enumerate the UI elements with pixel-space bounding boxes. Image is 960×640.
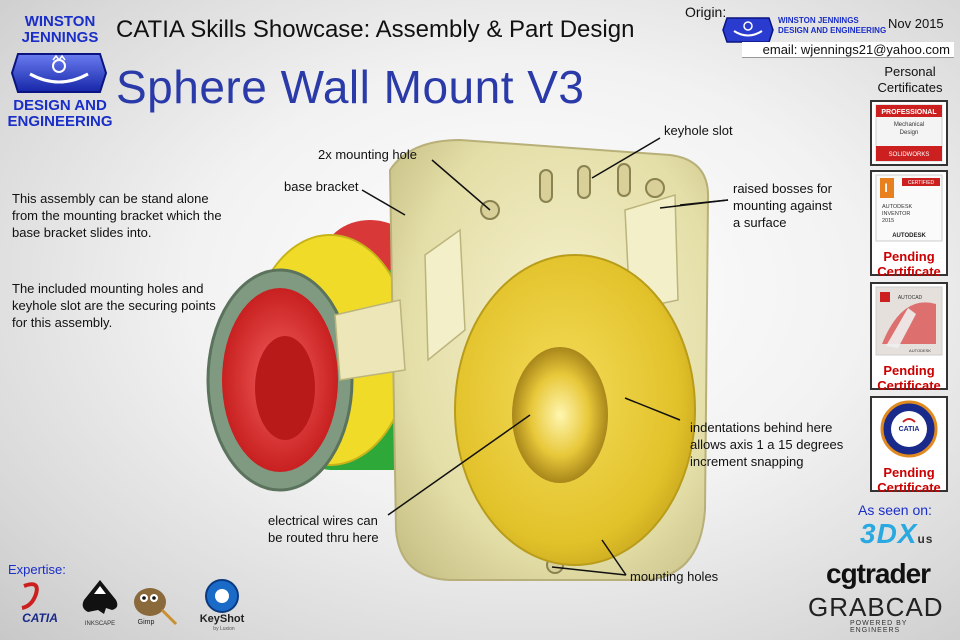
callout-raised-bosses: raised bosses for mounting against a sur… bbox=[733, 181, 833, 230]
svg-text:Design: Design bbox=[900, 130, 919, 136]
autocad-badge-icon: AUTOCAD AUTODESK bbox=[875, 286, 943, 356]
svg-text:CERTIFIED: CERTIFIED bbox=[908, 180, 935, 186]
origin-label: Origin: bbox=[685, 4, 727, 20]
callout-keyhole-slot: keyhole slot bbox=[664, 123, 733, 138]
svg-text:CATIA: CATIA bbox=[22, 611, 58, 625]
gimp-logo-icon: Gimp bbox=[128, 580, 178, 626]
brand-grabcad-link[interactable]: GRABCAD bbox=[808, 592, 944, 622]
sphere-wall-mount-render bbox=[206, 138, 710, 581]
origin-company-name: WINSTON JENNINGS DESIGN AND ENGINEERING bbox=[778, 16, 887, 35]
date-label: Nov 2015 bbox=[888, 16, 944, 31]
svg-text:SOLIDWORKS: SOLIDWORKS bbox=[889, 152, 930, 158]
callout-indentations: indentations behind here allows axis 1 a… bbox=[690, 420, 844, 469]
brand-cgtrader-link[interactable]: cgtrader bbox=[826, 558, 931, 589]
cert-inventor[interactable]: I CERTIFIED AUTODESK INVENTOR 2015 AUTOD… bbox=[870, 170, 948, 279]
callout-base-bracket: base bracket bbox=[284, 179, 359, 194]
svg-text:I: I bbox=[884, 181, 887, 195]
expertise-label: Expertise: bbox=[8, 562, 66, 577]
cert-autocad[interactable]: AUTOCAD AUTODESK Pending Certificate bbox=[870, 282, 948, 393]
svg-text:AUTOCAD: AUTOCAD bbox=[898, 295, 923, 301]
callout-2x-mounting-hole: 2x mounting hole bbox=[318, 147, 418, 162]
brand-emblem-icon bbox=[10, 53, 108, 93]
cert-autocad-status: Pending Certificate bbox=[877, 363, 941, 393]
catia-logo-icon: CATIA bbox=[14, 580, 68, 626]
keyshot-logo-icon: KeyShot by Luxion bbox=[194, 576, 250, 632]
email-contact[interactable]: email: wjennings21@yahoo.com bbox=[742, 42, 954, 58]
svg-text:AUTODESK: AUTODESK bbox=[892, 233, 926, 239]
description-paragraph-2: The included mounting holes and keyhole … bbox=[12, 281, 216, 330]
svg-text:2015: 2015 bbox=[882, 218, 894, 224]
svg-text:Gimp: Gimp bbox=[138, 619, 155, 626]
cert-catia-status: Pending Certificate bbox=[877, 465, 941, 495]
cert-solidworks[interactable]: PROFESSIONAL Mechanical Design SOLIDWORK… bbox=[870, 100, 948, 166]
svg-text:INVENTOR: INVENTOR bbox=[882, 211, 910, 217]
svg-text:AUTODESK: AUTODESK bbox=[882, 204, 912, 210]
page-title: CATIA Skills Showcase: Assembly & Part D… bbox=[116, 16, 635, 43]
cert-inventor-status: Pending Certificate bbox=[877, 249, 941, 279]
grabcad-tagline: POWERED BY ENGINEERS bbox=[850, 620, 908, 634]
svg-text:AUTODESK: AUTODESK bbox=[909, 348, 931, 353]
callout-mounting-holes: mounting holes bbox=[630, 569, 719, 584]
cap-bore bbox=[255, 336, 315, 440]
brand-logo-text-top: WINSTON JENNINGS bbox=[21, 13, 99, 46]
svg-text:KeyShot: KeyShot bbox=[200, 613, 245, 625]
project-title: Sphere Wall Mount V3 bbox=[116, 61, 585, 113]
brand-3dx-link[interactable]: 3DXus bbox=[860, 518, 934, 549]
solidworks-badge-icon: PROFESSIONAL Mechanical Design SOLIDWORK… bbox=[875, 104, 943, 162]
as-seen-on-label: As seen on: bbox=[858, 502, 932, 518]
origin-logo-icon bbox=[722, 17, 774, 43]
svg-text:CATIA: CATIA bbox=[899, 426, 920, 433]
cert-catia[interactable]: CATIA Pending Certificate bbox=[870, 396, 948, 495]
brand-logo-text-bottom: DESIGN AND ENGINEERING bbox=[7, 97, 113, 130]
inkscape-logo-icon: INKSCAPE bbox=[78, 578, 122, 628]
svg-text:PROFESSIONAL: PROFESSIONAL bbox=[881, 109, 937, 116]
callout-electrical-wires: electrical wires can be routed thru here bbox=[268, 513, 379, 545]
svg-text:INKSCAPE: INKSCAPE bbox=[85, 621, 115, 627]
certificates-heading: Personal Certificates bbox=[877, 64, 943, 95]
center-hole bbox=[512, 347, 608, 483]
svg-text:by Luxion: by Luxion bbox=[213, 626, 235, 632]
catia-badge-icon: CATIA bbox=[880, 400, 938, 458]
svg-text:Mechanical: Mechanical bbox=[894, 122, 924, 128]
description-paragraph-1: This assembly can be stand alone from th… bbox=[12, 191, 222, 240]
inventor-badge-icon: I CERTIFIED AUTODESK INVENTOR 2015 AUTOD… bbox=[875, 174, 943, 242]
